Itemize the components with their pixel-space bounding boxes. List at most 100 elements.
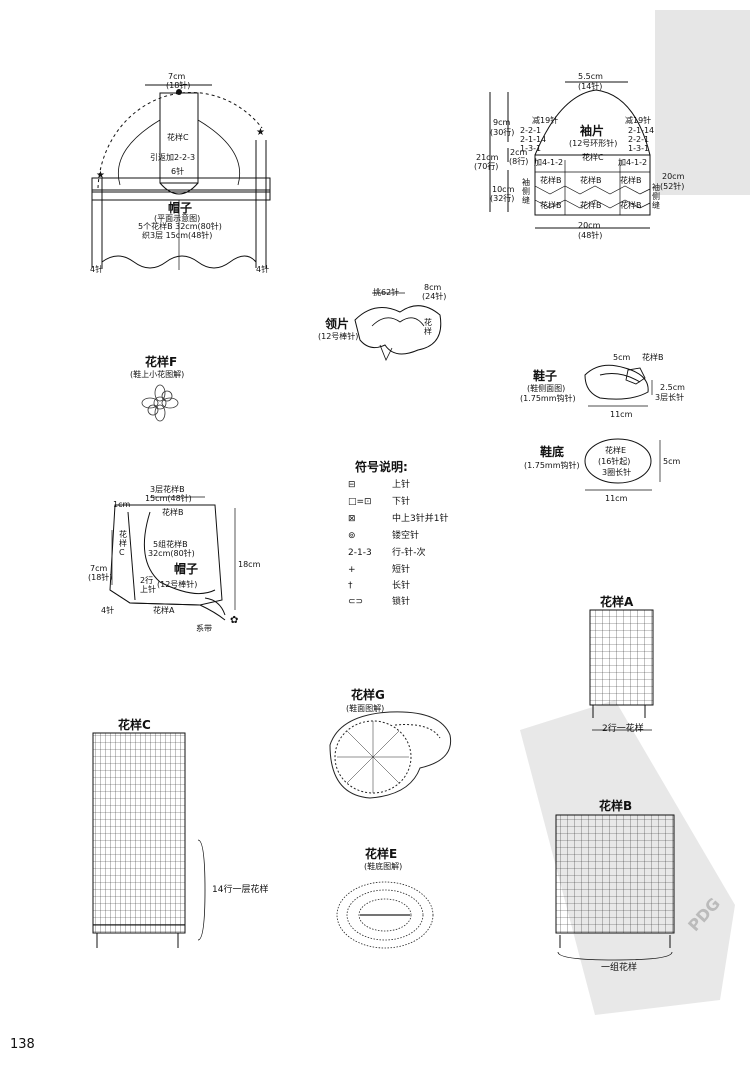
sleeve-h-bottom-rows: (32行) [490,194,515,203]
hat-side-pattern-b: 花样B [162,508,184,517]
sleeve-pattern-b-2: 花样B [580,176,602,185]
sleeve-rule-right: 2-1-14 2-2-1 1-3-1 [628,126,655,153]
collar-title: 领片 [325,317,350,331]
sole-hook: (1.75mm钩针) [524,461,580,470]
shoe-rows: 3层长针 [655,393,685,402]
pattern-e-subtitle: (鞋底图解) [364,862,403,871]
sleeve-drawing [489,81,651,229]
sleeve-side-seam-left: 袖侧缝 [522,178,530,205]
shoe-length: 11cm [610,410,633,419]
hat-side-left-size: 7cm [90,564,108,573]
sleeve-h-total: 21cm [476,153,499,162]
hat-side-center2: 32cm(80针) [148,549,195,558]
legend-label: 锁针 [392,597,411,607]
sleeve-pattern-b-4: 花样B [540,201,562,210]
sleeve-pattern-b-3: 花样B [620,176,642,185]
svg-text:★: ★ [256,127,265,138]
legend-item: □=⊡下针 [348,494,410,507]
shoe-title: 鞋子 [533,369,558,383]
legend-symbol: + [348,565,356,575]
legend-symbol: 2-1-3 [348,548,372,558]
hat-front-side-right: 4针 [256,265,270,274]
sleeve-dec-right: 减19针 [625,116,652,125]
sleeve-pattern-b-5: 花样B [580,201,602,210]
sleeve-side-seam-right: 袖侧缝 [652,183,660,210]
svg-text:★: ★ [96,170,105,181]
hat-side-height: 18cm [238,560,261,569]
legend-symbol: ⊚ [348,531,356,541]
legend-title: 符号说明: [355,460,408,474]
legend-label: 上针 [392,480,411,490]
hat-side-left-stitches: (18针) [88,573,113,582]
sleeve-h-top-rows: (30行) [490,128,515,137]
hat-front-center-stitches: 6针 [171,167,185,176]
hat-front-title: 帽子 [168,201,193,215]
hat-side-drawing [109,496,236,621]
collar-needle: (12号棒针) [318,332,359,341]
hat-front-side-left: 4针 [90,265,104,274]
page-number: 138 [10,1037,35,1052]
hat-front-top-width: 7cm [168,72,186,81]
hat-front-drawing [91,84,271,270]
legend-item: ⊚镂空针 [348,528,419,541]
legend-item: ⊂⊃ 锁针 [348,594,410,607]
pattern-f-subtitle: (鞋上小花图解) [130,370,185,379]
legend-item: ⊠中上3针并1针 [348,511,448,524]
sleeve-h-total-rows: (70行) [474,162,499,171]
hat-side-title: 帽子 [174,562,199,576]
pattern-b-title: 花样B [599,799,633,813]
hat-side-margin: 1cm [113,500,131,509]
pattern-g-subtitle: (鞋面图解) [346,704,385,713]
legend-symbol: ⊟ [348,480,356,490]
hat-front-shaping: 引返加2-2-3 [150,153,196,162]
sleeve-h-top: 9cm [493,118,511,127]
sleeve-top-stitches: (14针) [578,82,603,91]
pattern-g-title: 花样G [351,688,385,702]
collar-stitches: (24针) [422,292,447,301]
sole-height: 5cm [663,457,681,466]
hat-front-pattern-c: 花样C [167,133,189,142]
pattern-a-title: 花样A [600,595,634,609]
collar-pickup: 挑62针 [373,288,400,297]
sleeve-pattern-b-1: 花样B [540,176,562,185]
sleeve-inc-right: 加4-1-2 [618,158,648,167]
shoe-hook: (1.75mm钩针) [520,394,576,403]
pattern-c-title: 花样C [118,718,151,732]
legend-item: ⊟ 上针 [348,477,410,490]
sleeve-h-mid-rows: (8行) [509,157,529,166]
sole-title: 鞋底 [540,445,565,459]
collar-pattern: 花样 [424,318,432,336]
legend-label: 下针 [392,497,411,507]
sleeve-rule-left: 2-2-1 2-1-14 1-3-1 [520,126,547,153]
legend-label: 长针 [392,581,411,591]
shoe-top: 5cm [613,353,631,362]
pattern-a-note: 2行一花样 [602,724,644,734]
shoe-pattern-b: 花样B [642,353,664,362]
pattern-b-grid [555,814,675,961]
pattern-e-title: 花样E [365,847,398,861]
shoe-drawing [584,364,653,407]
shoe-height: 2.5cm [660,383,685,392]
hat-front-desc2: 织3层 15cm(48针) [142,231,213,240]
sole-start: (16针起) [598,457,631,466]
legend-item: †长针 [348,578,410,591]
legend-symbol: ⊂⊃ [348,597,364,607]
hat-side-needle: (12号棒针) [157,580,198,589]
sleeve-dec-left: 减19针 [532,116,559,125]
hat-side-rows-a: 2行 [140,576,154,585]
pattern-c-grid [92,732,206,948]
pattern-f-title: 花样F [145,355,178,369]
hat-front-desc1: 5个花样B 32cm(80针) [138,222,222,231]
hat-side-center1: 5组花样B [153,540,188,549]
sleeve-pattern-b-6: 花样B [620,201,642,210]
sleeve-needle: (12号环形针) [569,139,618,148]
sleeve-bottom-stitches: (48针) [578,231,603,240]
legend-label: 短针 [392,565,411,575]
sleeve-pattern-c: 花样C [582,153,604,162]
svg-text:✿: ✿ [230,615,238,626]
collar-width: 8cm [424,283,442,292]
collar-drawing [354,292,442,361]
pattern-b-note: 一组花样 [601,963,638,973]
